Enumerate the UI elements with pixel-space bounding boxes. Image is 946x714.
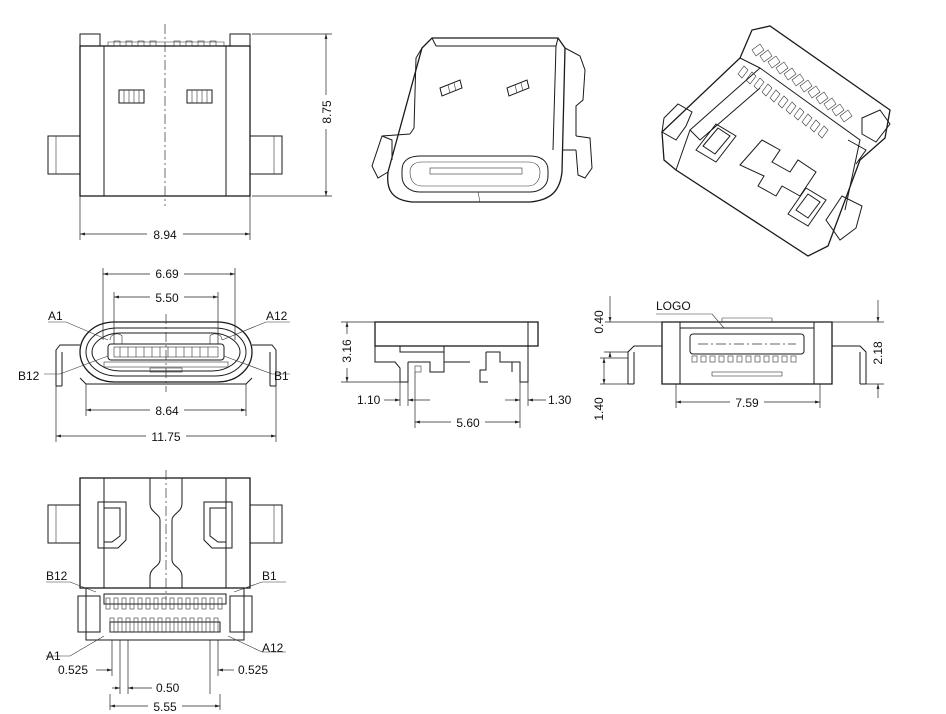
label-a12-bottom: A12 <box>262 641 284 655</box>
dim-rear-width: 7.59 <box>735 396 759 410</box>
dim-side-right: 1.30 <box>548 393 572 407</box>
label-a1-bottom: A1 <box>46 649 61 663</box>
side-view <box>341 321 546 428</box>
label-logo: LOGO <box>656 299 691 313</box>
dim-bottom-pitch: 0.50 <box>156 681 180 695</box>
dim-side-height: 3.16 <box>340 339 354 363</box>
dim-rear-top: 0.40 <box>592 310 606 334</box>
dim-side-left: 1.10 <box>357 393 381 407</box>
iso-view-bottom <box>661 25 891 257</box>
bottom-view <box>46 470 286 710</box>
label-b1-bottom: B1 <box>262 569 277 583</box>
label-b12-front: B12 <box>18 369 40 383</box>
dim-front-body: 8.64 <box>155 404 179 418</box>
dim-rear-height: 2.18 <box>871 341 885 365</box>
label-b12-bottom: B12 <box>46 569 68 583</box>
dim-front-overall: 11.75 <box>151 430 180 444</box>
dim-front-opening: 5.50 <box>155 291 179 305</box>
label-a12-front: A12 <box>266 309 288 323</box>
label-a1-front: A1 <box>48 309 63 323</box>
dim-top-height: 8.75 <box>320 100 334 124</box>
rear-view <box>600 296 884 408</box>
dim-rear-low: 1.40 <box>592 397 606 421</box>
dim-bottom-edge-left: 0.525 <box>58 663 88 677</box>
dim-side-span: 5.60 <box>456 416 480 430</box>
iso-view-front <box>371 37 593 203</box>
dim-bottom-edge-right: 0.525 <box>238 663 268 677</box>
label-b1-front: B1 <box>274 369 289 383</box>
dim-top-width: 8.94 <box>153 228 177 242</box>
top-view <box>47 24 332 240</box>
dim-bottom-span: 5.55 <box>153 700 177 714</box>
dim-front-inner: 6.69 <box>155 267 179 281</box>
